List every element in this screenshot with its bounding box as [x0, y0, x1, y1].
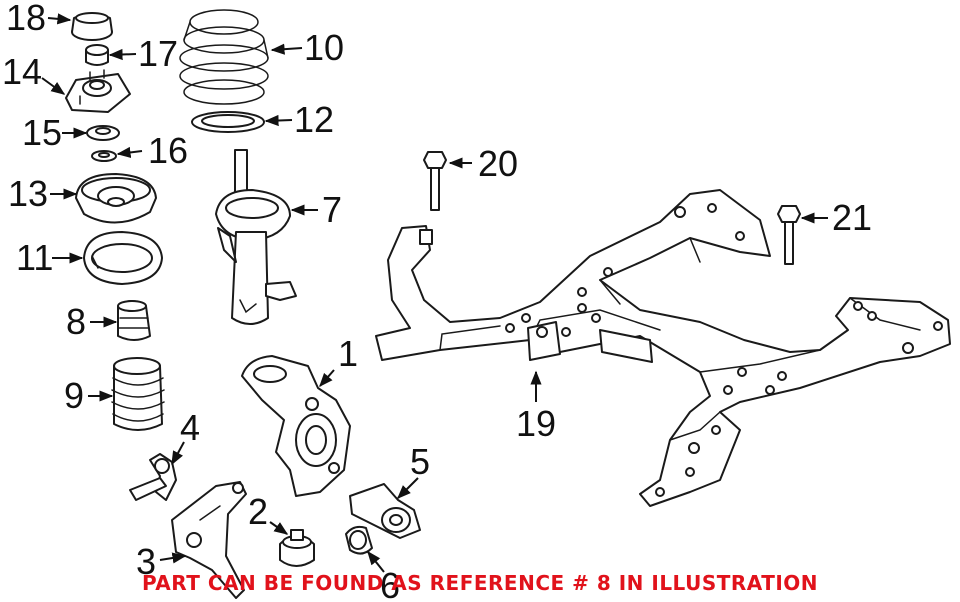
callout-8: 8 — [66, 301, 86, 342]
callout-2: 2 — [248, 491, 268, 532]
part-8-bump-stop[interactable] — [117, 300, 151, 341]
part-4-tie-rod-end[interactable] — [129, 453, 177, 501]
part-11-isolator[interactable] — [83, 231, 163, 285]
part-18-cap[interactable] — [71, 12, 113, 41]
part-10-coil-spring[interactable] — [179, 9, 269, 105]
callout-16: 16 — [148, 130, 188, 171]
part-6-bushing[interactable] — [345, 525, 373, 555]
callout-5: 5 — [410, 441, 430, 482]
callout-21: 21 — [832, 197, 872, 238]
callout-20: 20 — [478, 143, 518, 184]
callout-4: 4 — [180, 407, 200, 448]
part-21-bolt[interactable] — [777, 205, 801, 265]
part-3-control-arm[interactable] — [171, 481, 247, 599]
callout-9: 9 — [64, 375, 84, 416]
callout-18: 18 — [6, 0, 46, 38]
callout-6: 6 — [380, 565, 400, 602]
part-13-spring-seat[interactable] — [75, 173, 157, 224]
reference-note: PART CAN BE FOUND AS REFERENCE # 8 IN IL… — [141, 571, 819, 595]
callout-12: 12 — [294, 99, 334, 140]
part-19-subframe[interactable] — [375, 189, 951, 507]
part-2-ball-joint[interactable] — [279, 529, 315, 567]
callout-17: 17 — [138, 33, 178, 74]
callout-7: 7 — [322, 189, 342, 230]
callout-3: 3 — [136, 541, 156, 582]
part-17-nut[interactable] — [85, 44, 109, 66]
part-14-upper-mount[interactable] — [65, 69, 131, 113]
callout-labels: 1 2 3 4 5 6 7 8 9 10 11 12 13 14 15 16 1… — [2, 0, 872, 602]
callout-1: 1 — [338, 333, 358, 374]
part-7-strut[interactable] — [215, 149, 297, 325]
callout-14: 14 — [2, 51, 42, 92]
leader-lines — [41, 13, 828, 573]
callout-11: 11 — [16, 237, 53, 278]
part-5-bushing-bracket[interactable] — [349, 483, 421, 539]
callout-19: 19 — [516, 403, 556, 444]
part-15-bearing[interactable] — [86, 125, 120, 141]
part-16-washer[interactable] — [91, 150, 117, 162]
callout-13: 13 — [8, 173, 48, 214]
part-9-dust-boot[interactable] — [111, 357, 165, 431]
callout-15: 15 — [22, 112, 62, 153]
part-1-knuckle[interactable] — [241, 355, 351, 497]
part-20-bolt[interactable] — [423, 151, 447, 211]
callout-10: 10 — [304, 27, 344, 68]
part-12-spring-pad[interactable] — [191, 111, 265, 133]
